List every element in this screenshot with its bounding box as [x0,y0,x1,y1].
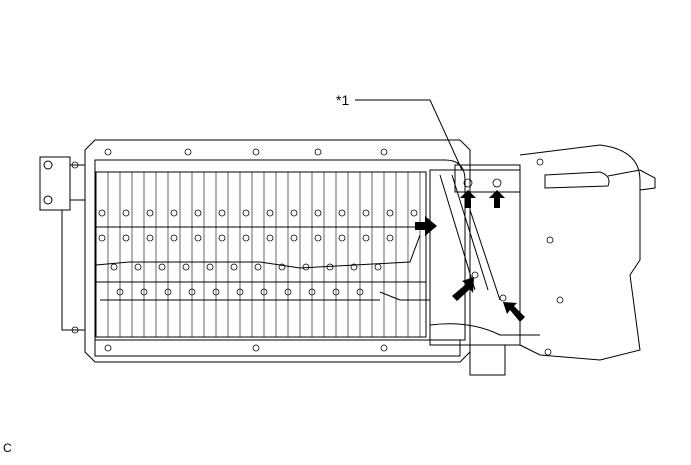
bolt-icon [242,234,250,242]
bolt-icon [308,288,316,296]
bolt-icon [386,209,394,217]
bolt-icon [556,296,564,304]
callout-label: *1 [336,92,350,108]
bolt-icon [110,263,118,271]
bolt-icon [194,234,202,242]
bolt-icon [314,209,322,217]
bolt-icon [380,148,388,156]
arrow-icon [415,216,437,236]
bolt-icon [338,209,346,217]
bolt-icon [463,178,473,188]
bolt-icon [212,288,220,296]
bolt-icon [252,344,260,352]
bolt-icon [362,234,370,242]
bolt-icon [536,158,544,166]
bolt-icon [134,263,142,271]
bolt-icon [326,263,334,271]
bolt-icon [104,344,112,352]
bolt-icon [386,234,394,242]
bolt-icon [98,234,106,242]
arrow-icon [503,302,525,322]
bolt-icon [290,209,298,217]
bolt-icon [471,271,479,279]
figure-code: C [3,441,12,455]
arrow-icon [460,190,476,208]
module-row-mid [95,226,427,283]
bolt-icon [350,263,358,271]
bolt-icon [158,263,166,271]
bolt-icon [146,209,154,217]
bolt-icon [254,263,262,271]
bolt-icon [290,234,298,242]
bolt-icon [188,288,196,296]
arrow-icon [452,277,474,301]
bolt-icon [380,344,388,352]
bolt-icon [98,209,106,217]
bolt-icon [116,288,124,296]
bolt-icon [170,209,178,217]
module-row-bot [95,281,427,338]
bolt-icon [140,288,148,296]
bolt-icon [410,209,418,217]
bolt-icon [194,209,202,217]
left-bracket [39,156,71,211]
battery-case-inner [94,159,466,341]
bolt-icon [184,148,192,156]
bolt-icon [302,263,310,271]
bolt-icon [218,209,226,217]
bolt-icon [314,234,322,242]
bolt-icon [260,288,268,296]
bolt-icon [230,263,238,271]
bolt-icon [374,263,382,271]
bolt-icon [266,209,274,217]
bolt-icon [284,288,292,296]
bolt-icon [278,263,286,271]
junction-block [429,169,521,346]
bolt-icon [492,178,502,188]
bolt-icon [338,234,346,242]
bolt-icon [71,326,79,334]
bolt-icon [266,234,274,242]
module-row-top [95,171,427,228]
bolt-icon [164,288,172,296]
bolt-icon [332,288,340,296]
callout-leader [355,99,463,171]
bolt-icon [356,288,364,296]
bolt-icon [314,148,322,156]
bolt-icon [182,263,190,271]
bolt-icon [206,263,214,271]
battery-case-outline [84,139,471,363]
bolt-icon [170,234,178,242]
bolt-icon [544,348,552,356]
bolt-icon [499,294,507,302]
bolt-icon [122,234,130,242]
bolt-icon [104,148,112,156]
bolt-icon [236,288,244,296]
bolt-icon [546,236,554,244]
bolt-icon [362,209,370,217]
bolt-icon [71,161,79,169]
bolt-icon [252,148,260,156]
bolt-icon [122,209,130,217]
arrow-icon [489,190,505,208]
bolt-icon [146,234,154,242]
bolt-icon [218,234,226,242]
bolt-icon [242,209,250,217]
